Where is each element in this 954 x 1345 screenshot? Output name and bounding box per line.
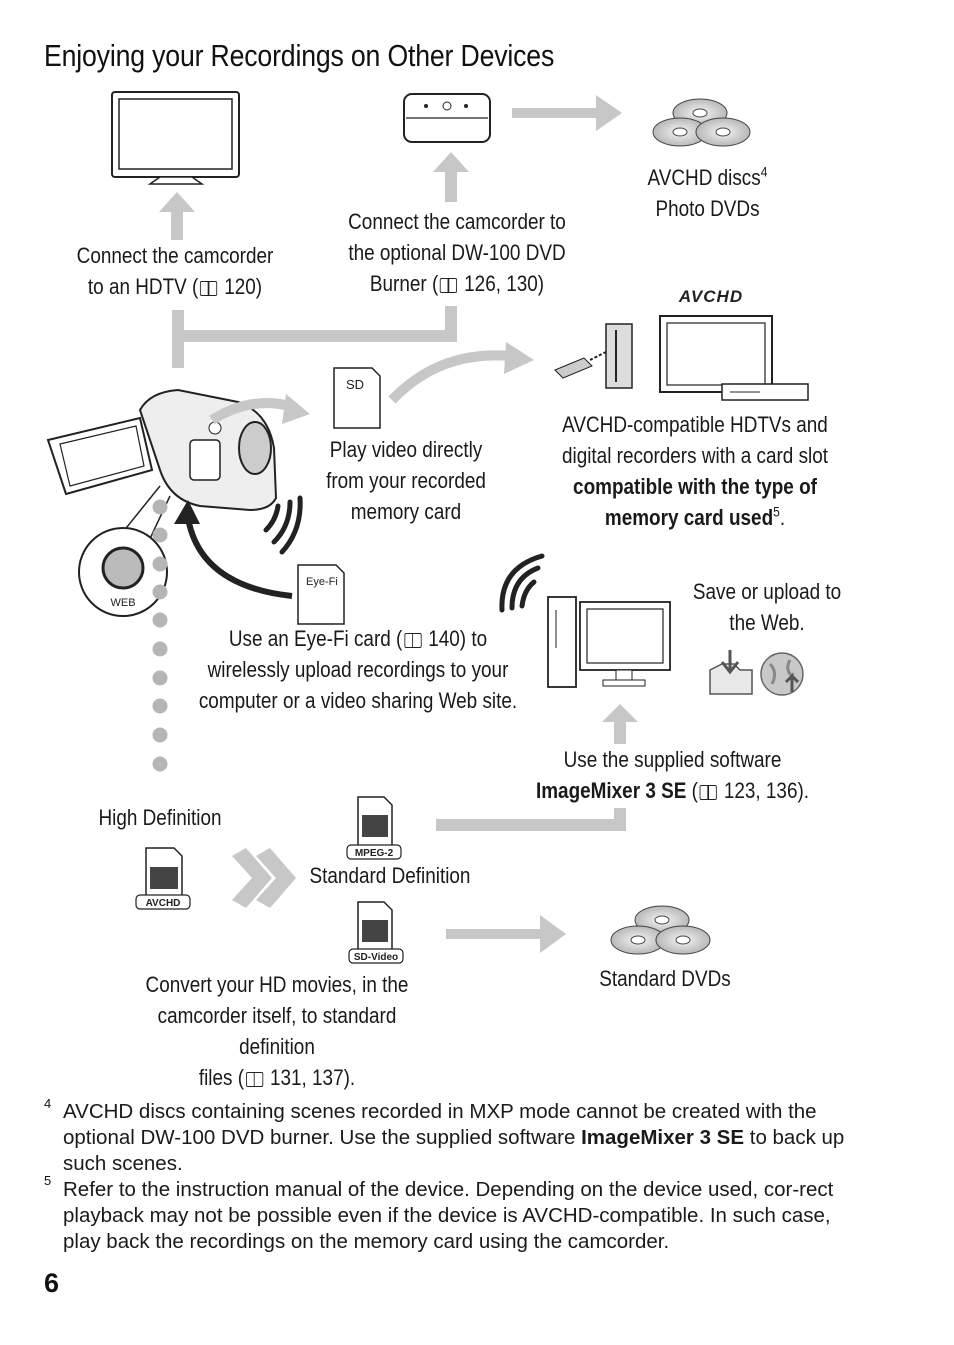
arrow-eyefi-to-camcorder xyxy=(185,517,293,599)
web-globe-icon xyxy=(760,652,804,696)
label-dvd-burner: Connect the camcorder to the optional DW… xyxy=(348,209,566,296)
svg-text:WEB: WEB xyxy=(110,597,135,609)
sd-card-icon: SD xyxy=(333,367,381,429)
book-icon xyxy=(699,785,717,800)
page-title: Enjoying your Recordings on Other Device… xyxy=(44,38,555,73)
label-hdtv: Connect the camcorder to an HDTV ( 120) xyxy=(76,243,274,299)
avchd-discs-icon xyxy=(652,98,751,147)
label-save-upload: Save or upload to the Web. xyxy=(692,579,842,635)
svg-text:SD-Video: SD-Video xyxy=(354,952,398,963)
svg-text:Eye-Fi: Eye-Fi xyxy=(306,576,338,588)
arrow-camcorder-to-card xyxy=(209,398,292,425)
book-icon xyxy=(404,633,422,648)
connector-software xyxy=(436,808,626,831)
arrow-up-hdtv xyxy=(159,192,195,240)
footnote-4: AVCHD discs containing scenes recorded i… xyxy=(63,1100,845,1175)
label-standard-dvds: Standard DVDs xyxy=(599,966,731,991)
eyefi-card-icon: Eye-Fi xyxy=(297,564,345,625)
label-eyefi: Use an Eye-Fi card ( 140) to wirelessly … xyxy=(198,626,518,713)
camcorder-icon xyxy=(46,388,278,512)
avchd-file-icon: AVCHD xyxy=(135,847,191,910)
arrow-up-computer xyxy=(602,704,638,744)
dvd-burner-icon xyxy=(403,93,491,143)
label-avchd-hdtvs: AVCHD-compatible HDTVs and digital recor… xyxy=(561,412,829,530)
label-high-def: High Definition xyxy=(98,805,222,830)
wireless-waves-icon xyxy=(263,495,303,555)
hdtv-card-slot-icon xyxy=(554,315,809,401)
label-convert: Convert your HD movies, in the camcorder… xyxy=(145,972,409,1090)
double-chevron-icon xyxy=(232,848,296,908)
footnote-5: Refer to the instruction manual of the d… xyxy=(63,1178,834,1253)
footnote-4-mark: 4 xyxy=(44,1096,52,1111)
label-standard-def: Standard Definition xyxy=(309,863,471,888)
book-icon xyxy=(200,281,218,296)
computer-wireless-icon xyxy=(499,553,545,613)
arrow-right-dvds xyxy=(446,915,566,953)
arrow-up-burner xyxy=(433,152,469,202)
svg-text:MPEG-2: MPEG-2 xyxy=(355,848,394,859)
page-number: 6 xyxy=(44,1268,60,1298)
label-avchd-discs: AVCHD discs4 Photo DVDs xyxy=(647,163,768,221)
arrow-right-burner xyxy=(512,95,622,131)
label-play-card: Play video directly from your recorded m… xyxy=(326,437,486,524)
computer-icon xyxy=(547,596,671,688)
folder-upload-icon xyxy=(709,650,753,695)
dotted-line xyxy=(152,499,168,772)
hdtv-icon xyxy=(111,91,240,185)
arrow-card-to-hdtv xyxy=(388,350,511,404)
standard-dvds-icon xyxy=(610,905,711,955)
svg-text:AVCHD: AVCHD xyxy=(146,898,181,909)
svg-text:SD: SD xyxy=(346,377,364,392)
connector-bracket xyxy=(172,306,457,368)
web-button-icon: WEB xyxy=(78,485,171,617)
label-software: Use the supplied software ImageMixer 3 S… xyxy=(535,747,810,803)
sdvideo-file-icon: SD-Video xyxy=(348,901,404,964)
avchd-logo: AVCHD xyxy=(678,287,743,306)
book-icon xyxy=(439,278,458,293)
book-icon xyxy=(245,1072,263,1087)
mpeg2-file-icon: MPEG-2 xyxy=(346,796,402,860)
footnote-5-mark: 5 xyxy=(44,1173,52,1188)
